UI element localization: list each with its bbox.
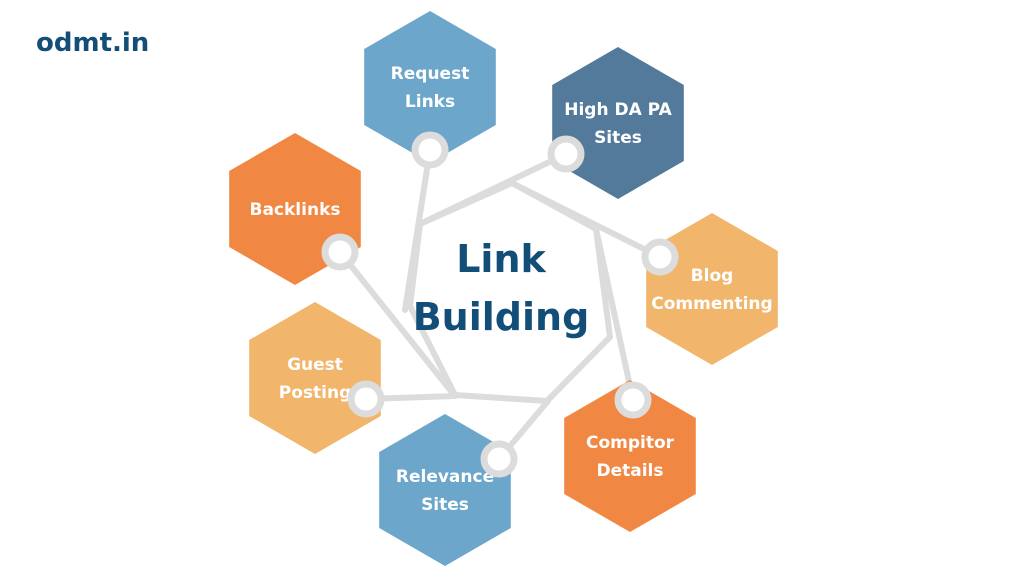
hex-label-relevance-sites-line1: Relevance (396, 467, 494, 487)
connector-knob-guest-posting (347, 380, 385, 418)
hex-label-guest-posting-line1: Guest (287, 355, 343, 375)
hex-label-relevance-sites-line2: Sites (421, 495, 469, 515)
connector-line-blog-commenting (509, 180, 663, 260)
hexagon-shape (379, 414, 511, 566)
hex-node-high-da-pa-sites: High DA PA Sites (552, 47, 684, 199)
connector-line-high-da-pa-sites (417, 151, 569, 227)
hexagon-shape (552, 47, 684, 199)
connector-lines (337, 147, 663, 462)
connector-knob-high-da-pa-sites (547, 135, 585, 173)
hex-label-compitor-details-line2: Details (596, 461, 663, 481)
hexagon-shape (564, 380, 696, 532)
hex-label-high-da-pa-sites-line1: High DA PA (564, 100, 672, 120)
hex-label-guest-posting-line2: Posting (279, 383, 351, 403)
hex-label-request-links-line2: Links (405, 92, 455, 112)
hex-label-request-links-line1: Request (391, 64, 470, 84)
connector-knob-request-links (411, 131, 449, 169)
center-title-line1: Link (456, 237, 546, 281)
connector-knob-blog-commenting (641, 238, 679, 276)
center-title-line2: Building (413, 295, 590, 339)
hexagon-shape (364, 11, 496, 163)
brand-logo-text: odmt.in (36, 28, 150, 58)
connector-knobs (321, 131, 679, 478)
hex-label-blog-commenting-line1: Blog (691, 266, 734, 286)
connector-line-backlinks (337, 249, 458, 399)
connector-knob-compitor-details (614, 381, 652, 419)
connector-line-request-links (402, 147, 433, 313)
connector-line-compitor-details (593, 226, 636, 403)
hexagon-shape (249, 302, 381, 454)
connector-knob-relevance-sites (480, 440, 518, 478)
hex-label-compitor-details-line1: Compitor (586, 433, 675, 453)
hexagon-shape (646, 213, 778, 365)
hex-label-backlinks-line1: Backlinks (250, 200, 341, 220)
hex-label-high-da-pa-sites-line2: Sites (594, 128, 642, 148)
connector-knob-backlinks (321, 233, 359, 271)
hex-label-blog-commenting-line2: Commenting (651, 294, 772, 314)
